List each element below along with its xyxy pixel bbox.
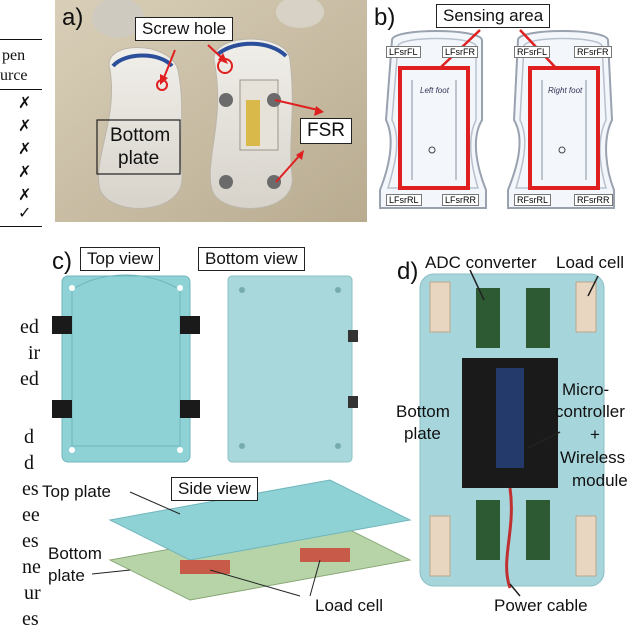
- right-fsr-rl-label: RFsrRL: [514, 194, 551, 206]
- bottom-plate-label-line1: Bottom: [48, 544, 102, 563]
- left-foot-label: Left foot: [420, 86, 449, 95]
- load-cell-label: Load cell: [315, 596, 384, 615]
- body-line: es: [22, 608, 39, 630]
- table-header-line2: urce: [0, 67, 28, 84]
- table-mark: ✗: [18, 141, 32, 158]
- load-cell-label: Load cell: [556, 253, 625, 272]
- body-line: ir: [28, 342, 41, 364]
- table-mark: ✓: [18, 205, 32, 222]
- table-header-rule: [0, 89, 42, 90]
- body-line: ed: [20, 368, 39, 390]
- table-mark: ✗: [18, 164, 32, 181]
- screw-hole-callout: Screw hole: [135, 17, 234, 41]
- body-line: ur: [24, 582, 41, 604]
- microcontroller-label-line3: +: [590, 425, 600, 444]
- body-line: d: [24, 426, 34, 448]
- top-view-callout: Top view: [80, 247, 161, 271]
- left-fsr-rr-label: LFsrRR: [442, 194, 479, 206]
- table-mark: ✗: [18, 187, 32, 204]
- body-line: es: [22, 530, 39, 552]
- top-plate-label: Top plate: [42, 482, 111, 501]
- bottom-view-callout: Bottom view: [198, 247, 305, 271]
- bottom-plate-label-line2: plate: [48, 566, 85, 585]
- microcontroller-label-line2: controller: [555, 402, 625, 421]
- body-line: es: [22, 478, 39, 500]
- fsr-callout: FSR: [300, 118, 352, 144]
- body-line: ne: [22, 556, 41, 578]
- panel-b-letter: b): [374, 4, 396, 31]
- right-fsr-fl-label: RFsrFL: [514, 46, 550, 58]
- right-foot-label: Right foot: [548, 86, 583, 95]
- power-cable-label: Power cable: [494, 596, 588, 615]
- wireless-module-label-line1: Wireless: [560, 448, 626, 467]
- left-fsr-fl-label: LFsrFL: [386, 46, 421, 58]
- bottom-plate-label-line2: plate: [404, 424, 441, 443]
- body-line: d: [24, 452, 34, 474]
- bottom-plate-label-line1: Bottom: [396, 402, 450, 421]
- panel-c-letter: c): [52, 248, 72, 275]
- bottom-plate-label-line2: plate: [118, 148, 160, 169]
- sensing-area-callout: Sensing area: [436, 4, 551, 28]
- bottom-plate-label-line1: Bottom: [110, 125, 171, 146]
- adc-converter-label: ADC converter: [425, 253, 537, 272]
- table-bottom-rule: [0, 226, 42, 227]
- left-fsr-fr-label: LFsrFR: [442, 46, 478, 58]
- panel-d-letter: d): [397, 258, 419, 285]
- wireless-module-label-line2: module: [572, 471, 628, 490]
- side-view-callout: Side view: [171, 477, 258, 501]
- table-mark: ✗: [18, 118, 32, 135]
- microcontroller-label-line1: Micro-: [562, 380, 610, 399]
- left-fsr-rl-label: LFsrRL: [386, 194, 422, 206]
- right-fsr-fr-label: RFsrFR: [574, 46, 612, 58]
- panel-a-letter: a): [62, 4, 84, 31]
- right-fsr-rr-label: RFsrRR: [574, 194, 613, 206]
- table-header-line1: pen: [2, 47, 26, 64]
- body-line: ed: [20, 316, 39, 338]
- table-top-rule: [0, 39, 42, 40]
- body-line: ee: [22, 504, 40, 526]
- table-mark: ✗: [18, 95, 32, 112]
